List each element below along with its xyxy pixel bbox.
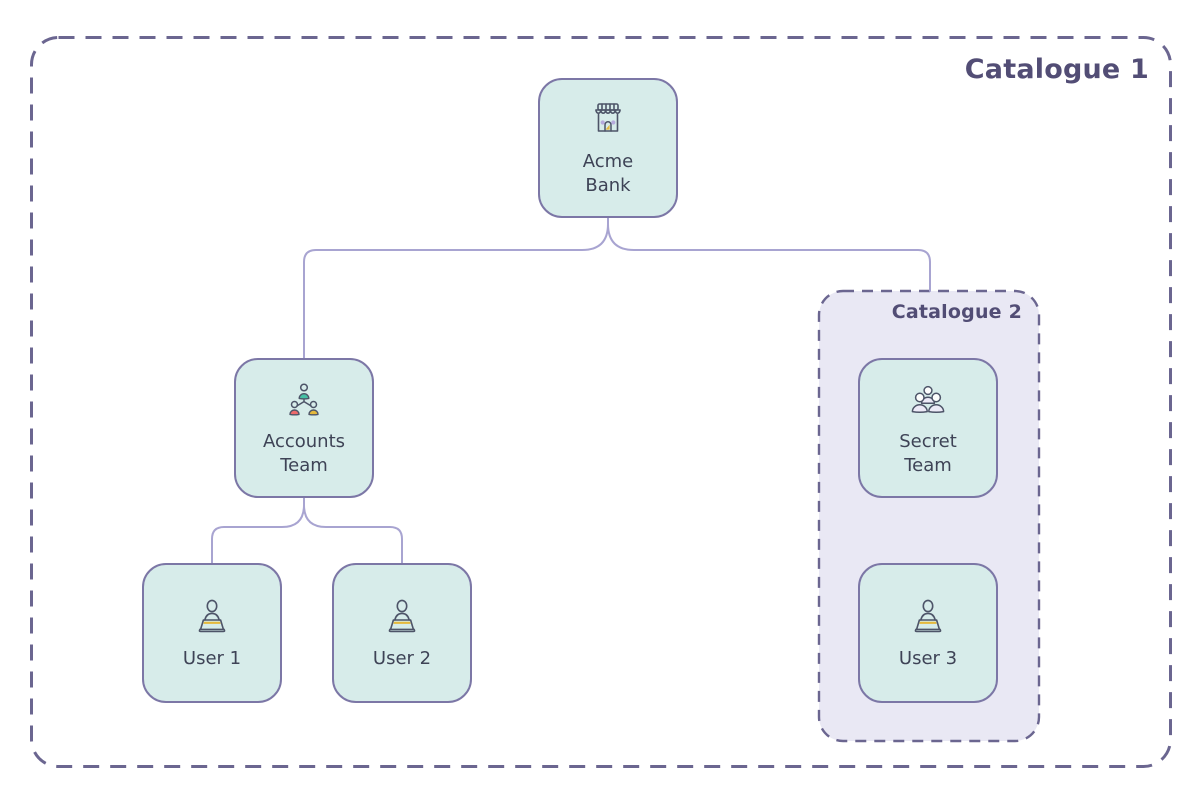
catalogue-2-label: Catalogue 2 xyxy=(891,301,1022,323)
catalogue-1-label: Catalogue 1 xyxy=(964,54,1149,85)
org-chart-icon xyxy=(289,383,319,416)
node-accounts-team: Accounts Team xyxy=(234,358,374,498)
laptop-user-icon xyxy=(388,599,416,633)
edge-accounts-to-user-2 xyxy=(303,496,403,564)
node-user-1: User 1 xyxy=(142,563,282,703)
node-label-acme-bank: Acme Bank xyxy=(582,151,634,196)
node-label-user-1: User 1 xyxy=(182,648,242,670)
edge-accounts-to-user-1 xyxy=(211,496,305,564)
laptop-user-icon xyxy=(198,599,226,633)
node-acme-bank: Acme Bank xyxy=(538,78,678,218)
node-user-3: User 3 xyxy=(858,563,998,703)
store-icon xyxy=(595,103,621,132)
node-user-2: User 2 xyxy=(332,563,472,703)
node-label-user-2: User 2 xyxy=(372,648,432,670)
laptop-user-icon xyxy=(914,599,942,633)
node-label-accounts-team: Accounts Team xyxy=(262,431,346,476)
node-secret-team: Secret Team xyxy=(858,358,998,498)
edge-acme-to-accounts-team xyxy=(303,215,609,359)
edge-acme-to-catalogue-2 xyxy=(607,215,931,292)
group-icon xyxy=(911,385,945,413)
node-label-secret-team: Secret Team xyxy=(899,431,957,476)
node-label-user-3: User 3 xyxy=(898,648,958,670)
catalogue-1-container xyxy=(30,36,1172,768)
